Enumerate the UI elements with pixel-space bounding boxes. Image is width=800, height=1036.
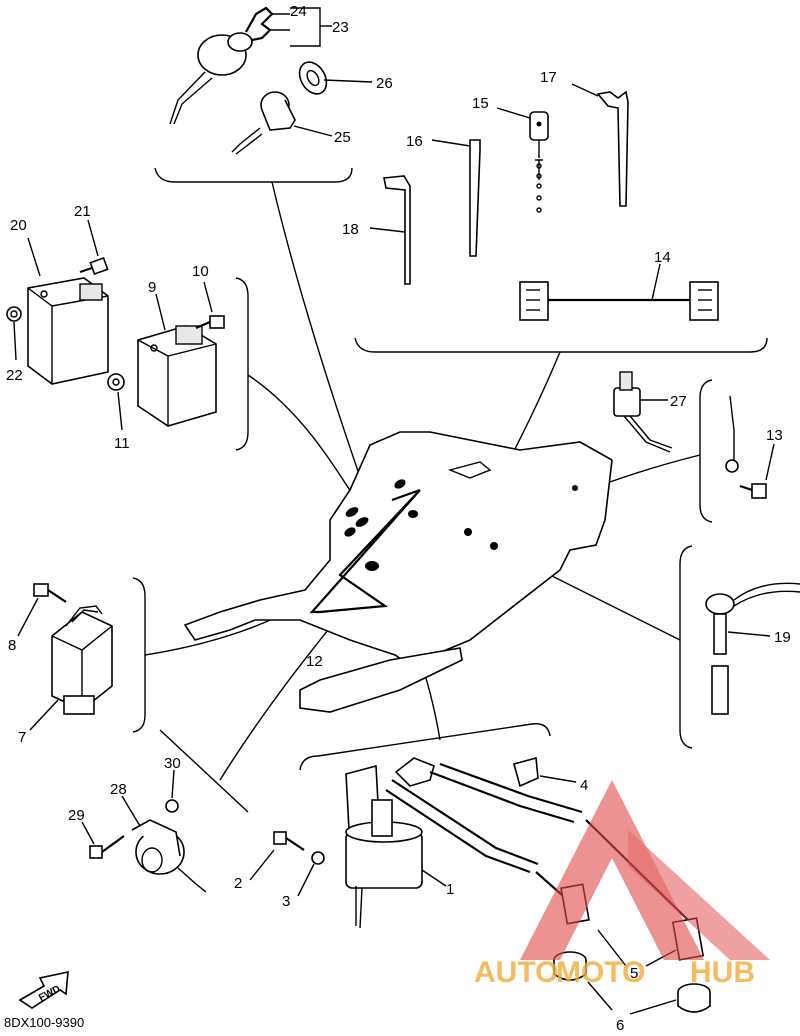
- part-nut-11: [107, 373, 125, 431]
- callout-12: 12: [306, 653, 323, 670]
- watermark-text-auto: AUTO: [474, 956, 558, 989]
- callout-29: 29: [68, 807, 85, 824]
- callout-23: 23: [332, 19, 349, 36]
- diagram-code: 8DX100-9390: [4, 1015, 85, 1030]
- callout-14: 14: [654, 249, 671, 266]
- callout-3: 3: [282, 893, 290, 910]
- callout-6: 6: [616, 1017, 624, 1034]
- part-band-17: [571, 83, 629, 207]
- motorcycle-frame: [183, 431, 613, 713]
- fwd-label: FWD: [37, 984, 62, 1004]
- callout-21: 21: [74, 203, 91, 220]
- part-bolt-8: [17, 583, 67, 637]
- callout-7: 7: [18, 729, 26, 746]
- part-holder-14: [519, 263, 719, 321]
- part-sensor-28: [121, 795, 207, 893]
- watermark-text-moto: MOTO: [556, 956, 645, 989]
- part-unit-20: [27, 237, 109, 385]
- callout-13: 13: [766, 427, 783, 444]
- callout-19: 19: [774, 629, 791, 646]
- part-washer-30: [165, 769, 179, 813]
- callout-2: 2: [234, 875, 242, 892]
- callout-26: 26: [376, 75, 393, 92]
- part-lock-25: [231, 91, 333, 155]
- callout-22: 22: [6, 367, 23, 384]
- callout-10: 10: [192, 263, 209, 280]
- callout-24: 24: [290, 3, 307, 20]
- callout-17: 17: [540, 69, 557, 86]
- callout-18: 18: [342, 221, 359, 238]
- group-brackets: [132, 167, 768, 813]
- callout-30: 30: [164, 755, 181, 772]
- part-switch-27: [613, 371, 673, 453]
- part-sensor-19: [705, 582, 800, 715]
- watermark-text-hub: HUB: [690, 956, 755, 989]
- callout-9: 9: [148, 279, 156, 296]
- callout-5: 5: [630, 965, 638, 982]
- callout-1: 1: [446, 881, 454, 898]
- part-washer-3: [297, 851, 325, 897]
- callout-8: 8: [8, 637, 16, 654]
- callout-16: 16: [406, 133, 423, 150]
- callout-labels: 1 2 3 4 5 6 7 8 9 10 11 12 13 14 15 16 1…: [6, 3, 791, 1034]
- part-bolt-21: [79, 219, 109, 276]
- part-bolt-10: [195, 281, 225, 330]
- callout-11: 11: [114, 435, 130, 452]
- part-ground-13: [725, 395, 775, 499]
- callout-28: 28: [110, 781, 127, 798]
- part-nut-22: [6, 306, 22, 361]
- part-bolt-29: [81, 821, 125, 859]
- callout-25: 25: [334, 129, 351, 146]
- part-main-switch-23-24: [169, 6, 332, 125]
- callout-15: 15: [472, 95, 489, 112]
- part-cable-tie-16: [431, 139, 481, 257]
- part-washer-26: [298, 61, 373, 95]
- part-regulator-7: [29, 605, 113, 731]
- part-ignition-coil-1: [345, 757, 447, 929]
- part-bolt-2: [249, 831, 305, 881]
- part-relay-9: [137, 293, 217, 427]
- callout-27: 27: [670, 393, 687, 410]
- callout-4: 4: [580, 777, 588, 794]
- part-clip-15: [496, 107, 549, 213]
- part-strap-18: [369, 175, 411, 285]
- callout-20: 20: [10, 217, 27, 234]
- automotohub-watermark: AUTO MOTO HUB: [474, 780, 770, 989]
- forward-direction-arrow: FWD: [18, 970, 69, 1009]
